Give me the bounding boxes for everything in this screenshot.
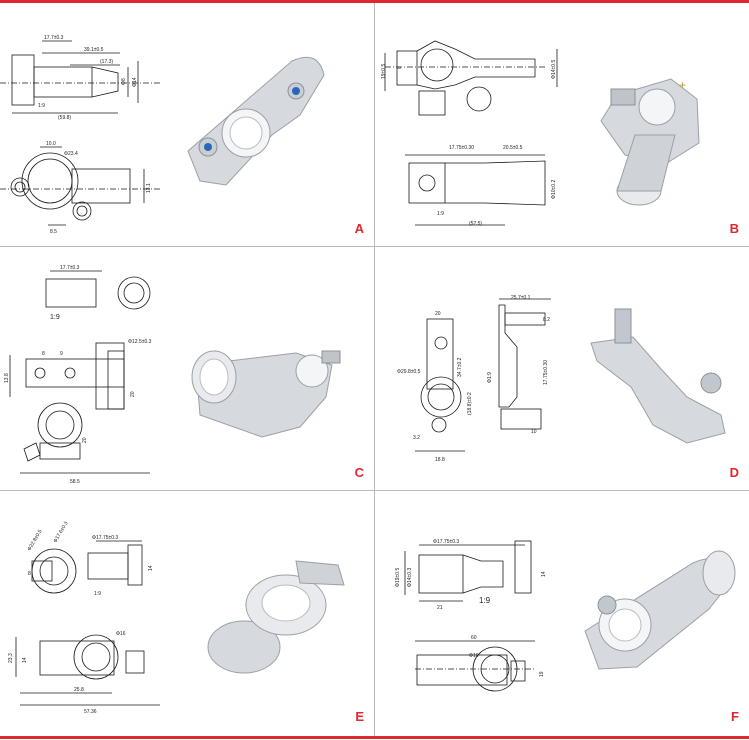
- dim-f-7: 60: [471, 635, 477, 641]
- panel-b-drawing: 19±0.5 8 Φ14±0.5 17.75±0.30 20.5±0.5 1:9…: [381, 40, 700, 227]
- dim-b-5: 20.5±0.5: [503, 145, 523, 151]
- panel-b: 19±0.5 8 Φ14±0.5 17.75±0.30 20.5±0.5 1:9…: [375, 3, 749, 246]
- vertical-divider: [374, 3, 375, 736]
- dim-d-7: 17.75±0.30: [543, 360, 549, 385]
- panel-c-drawing: 17.7±0.3 1:9 8 9 Φ12.5±0.3 13.8 20 20 58…: [4, 265, 341, 485]
- panel-c: 17.7±0.3 1:9 8 9 Φ12.5±0.3 13.8 20 20 58…: [0, 247, 374, 490]
- dim-c-6: 13.8: [4, 373, 10, 383]
- dim-c-2: 1:9: [50, 314, 60, 321]
- clamp-render-b: +: [600, 78, 700, 206]
- dim-f-8: Φ16: [469, 653, 479, 659]
- dim-f-9: 19: [539, 671, 545, 677]
- dim-e-4: Φ17.75±0.3: [92, 535, 118, 541]
- dim-e-1: Φ22.8±0.5: [27, 529, 44, 552]
- dim-b-8: Φ10±0.2: [551, 180, 557, 199]
- horizontal-divider-2: [0, 490, 749, 491]
- clamp-render-d: [590, 308, 726, 444]
- dim-d-9: 3.2: [413, 435, 420, 441]
- dim-c-4: 9: [60, 351, 63, 357]
- dim-a-1: 17.7±0.3: [44, 35, 64, 41]
- dim-e-3: 8: [28, 571, 31, 577]
- dim-f-5: 21: [437, 605, 443, 611]
- panel-d-drawing: 20 25.7±0.1 8.2 Φ29.8±0.5 34.7±0.2 Φ1:9 …: [397, 295, 726, 463]
- dim-a-4: Φ8: [121, 78, 127, 85]
- dim-a-6: (59.8): [58, 115, 71, 121]
- panel-d: 20 25.7±0.1 8.2 Φ29.8±0.5 34.7±0.2 Φ1:9 …: [375, 247, 749, 490]
- dim-d-8: (18.8)±0.2: [467, 392, 473, 415]
- clamp-render-c: [191, 350, 341, 438]
- panel-c-label: C: [354, 465, 364, 480]
- dim-f-6: 1:9: [479, 596, 491, 605]
- dim-e-6: 1:9: [94, 591, 101, 597]
- dim-f-1: Φ17.75±0.3: [433, 539, 459, 545]
- panel-e: Φ22.8±0.5 Φ17.6±0.3 8 Φ17.75±0.3 14 1:9 …: [0, 491, 374, 734]
- clamp-render-e: [207, 560, 345, 674]
- dim-a-8: 10.0: [46, 141, 56, 147]
- panel-f-label: F: [731, 709, 739, 724]
- dim-d-5: 34.7±0.2: [457, 357, 463, 377]
- dim-c-8: 20: [82, 437, 88, 443]
- dim-b-4: 17.75±0.30: [449, 145, 474, 151]
- dim-f-4: 14: [541, 571, 547, 577]
- dim-d-2: 25.7±0.1: [511, 295, 531, 301]
- dim-c-3: 8: [42, 351, 45, 357]
- dim-c-9: 58.5: [70, 479, 80, 485]
- dim-a-2: 39.1±0.5: [84, 47, 104, 53]
- dim-e-10: 25.8: [74, 687, 84, 693]
- dim-d-11: 10: [531, 429, 537, 435]
- horizontal-divider-1: [0, 246, 749, 247]
- panel-e-drawing: Φ22.8±0.5 Φ17.6±0.3 8 Φ17.75±0.3 14 1:9 …: [8, 521, 345, 715]
- dim-a-11: 8.5: [50, 229, 57, 235]
- dim-e-9: 14: [22, 657, 28, 663]
- top-accent-bar: [0, 0, 749, 3]
- dim-f-2: Φ19±0.5: [395, 568, 401, 587]
- dim-c-7: 20: [130, 391, 136, 397]
- panel-a: 17.7±0.3 39.1±0.5 (17.3) Φ8 Φ14 (59.8) 1…: [0, 3, 374, 246]
- panel-f: Φ17.75±0.3 Φ19±0.5 Φ14±0.3 14 21 1:9 60 …: [375, 491, 749, 734]
- dim-a-7: 1:9: [38, 103, 45, 109]
- panel-f-drawing: Φ17.75±0.3 Φ19±0.5 Φ14±0.3 14 21 1:9 60 …: [395, 539, 736, 692]
- dim-e-8: 23.3: [8, 653, 14, 663]
- dim-e-5: 14: [148, 565, 154, 571]
- dim-d-10: 18.8: [435, 457, 445, 463]
- dim-a-5: Φ14: [132, 77, 138, 87]
- dim-e-11: 57.36: [84, 709, 97, 715]
- dim-e-2: Φ17.6±0.3: [53, 521, 70, 544]
- clamp-render-a: [187, 56, 325, 186]
- dim-a-10: 13.1: [146, 183, 152, 193]
- dim-c-1: 17.7±0.3: [60, 265, 80, 271]
- panel-b-label: B: [729, 221, 739, 236]
- bottom-accent-bar: [0, 736, 749, 739]
- svg-text:+: +: [679, 78, 686, 92]
- dim-b-7: (57.5): [469, 221, 482, 227]
- dim-d-6: Φ1:9: [487, 372, 493, 383]
- panel-e-label: E: [355, 709, 364, 724]
- dim-a-3: (17.3): [100, 59, 113, 65]
- dim-a-9: Φ23.4: [64, 151, 78, 157]
- dim-d-1: 20: [435, 311, 441, 317]
- dim-f-3: Φ14±0.3: [407, 568, 413, 587]
- panel-a-label: A: [354, 221, 364, 236]
- clamp-render-f: [584, 550, 736, 670]
- dim-b-2: 8: [397, 66, 403, 69]
- dim-b-1: 19±0.5: [381, 64, 387, 79]
- dim-b-6: 1:9: [437, 211, 444, 217]
- dim-e-7: Φ16: [116, 631, 126, 637]
- dim-d-3: 8.2: [543, 317, 550, 323]
- panel-a-drawing: 17.7±0.3 39.1±0.5 (17.3) Φ8 Φ14 (59.8) 1…: [0, 35, 325, 235]
- panel-d-label: D: [729, 465, 739, 480]
- dim-c-5: Φ12.5±0.3: [128, 339, 152, 345]
- dim-d-4: Φ29.8±0.5: [397, 369, 421, 375]
- dim-b-3: Φ14±0.5: [551, 60, 557, 79]
